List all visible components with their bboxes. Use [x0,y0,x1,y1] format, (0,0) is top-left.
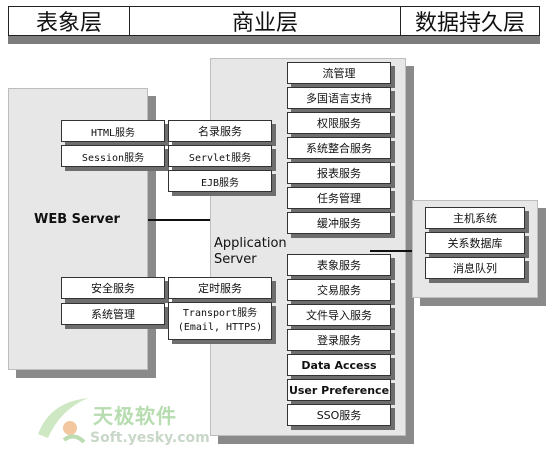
logo-url: Soft.yesky.com [90,430,210,446]
presentation-layer-title: 表象层 [8,6,130,36]
system-integration-service-box: 系统整合服务 [287,137,391,159]
web-to-app-connector [148,219,210,221]
message-queue-box: 消息队列 [425,257,525,279]
app-to-persistence-connector [370,250,412,252]
report-service-box: 报表服务 [287,162,391,184]
security-service-box: 安全服务 [61,277,165,299]
application-server-label-line1: Application [214,236,287,251]
file-import-service-box: 文件导入服务 [287,304,391,326]
relational-database-box: 关系数据库 [425,232,525,254]
transport-service-line2: (Email, HTTPS) [177,322,263,333]
persistence-layer-title: 数据持久层 [400,6,540,36]
user-preference-box: User Preference [287,379,391,401]
task-management-box: 任务管理 [287,187,391,209]
business-layer-title: 商业层 [129,6,401,36]
permission-service-box: 权限服务 [287,112,391,134]
servlet-service-box: Servlet服务 [168,145,272,167]
transaction-service-box: 交易服务 [287,279,391,301]
logo-name: 天极软件 [93,404,177,428]
login-service-box: 登录服务 [287,329,391,351]
layer-header: 表象层 商业层 数据持久层 [8,6,540,44]
transport-service-box: Transport服务 (Email, HTTPS) [168,302,272,340]
sso-service-box: SSO服务 [287,404,391,426]
session-service-box: Session服务 [61,145,165,167]
mainframe-system-box: 主机系统 [425,207,525,229]
transport-service-line1: Transport服务 [182,308,258,319]
presentation-service-box: 表象服务 [287,254,391,276]
system-management-box: 系统管理 [61,303,165,325]
application-server-label: Application Server [214,236,287,268]
ejb-service-box: EJB服务 [168,170,272,192]
web-server-label: WEB Server [34,212,120,227]
application-server-label-line2: Server [214,252,257,267]
html-service-box: HTML服务 [61,120,165,142]
flow-management-box: 流管理 [287,62,391,84]
data-access-box: Data Access [287,354,391,376]
yesky-logo-icon [38,398,88,444]
multi-language-support-box: 多国语言支持 [287,87,391,109]
directory-service-box: 名录服务 [168,120,272,142]
cache-service-box: 缓冲服务 [287,212,391,234]
timer-service-box: 定时服务 [168,277,272,299]
